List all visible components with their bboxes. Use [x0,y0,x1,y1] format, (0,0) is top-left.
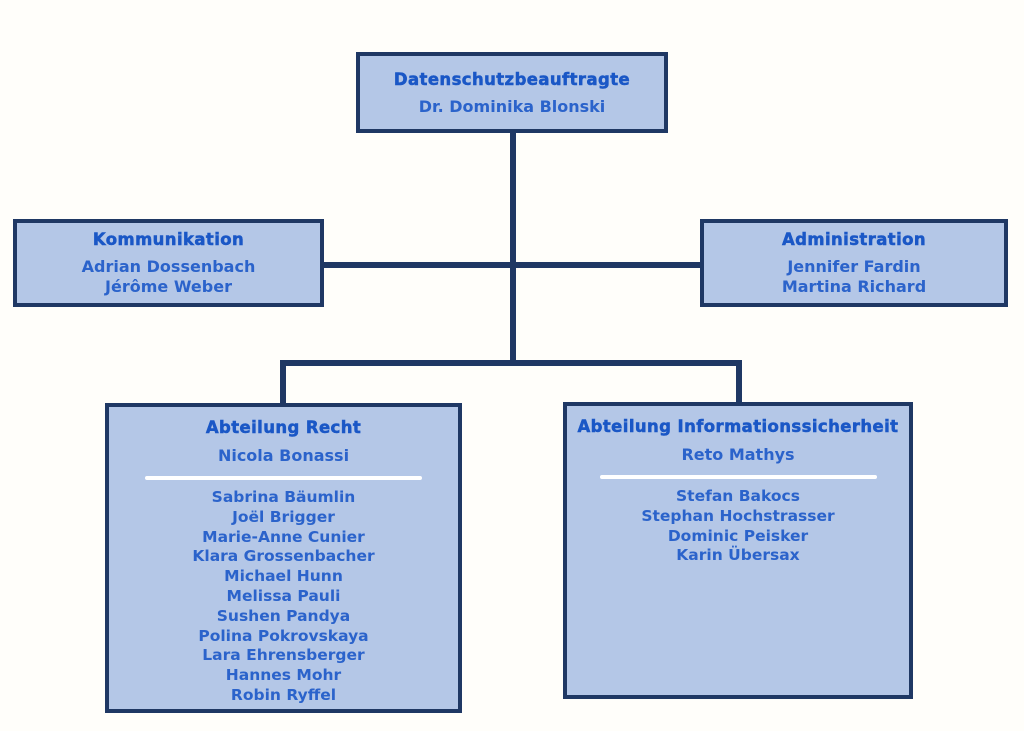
box-title: Abteilung Informationssicherheit [577,417,899,437]
box-title: Datenschutzbeauftragte [393,69,631,89]
member-name: Dominic Peisker [667,526,809,545]
org-box-abteilung-recht: Abteilung Recht Nicola Bonassi Sabrina B… [105,403,462,713]
divider-line [145,476,422,480]
member-name: Sushen Pandya [216,606,351,625]
divider-line [599,475,877,479]
member-name: Sabrina Bäumlin [211,488,356,506]
member-name: Robin Ryffel [230,685,337,704]
box-title: Administration [781,230,927,250]
org-box-datenschutzbeauftragte: Datenschutzbeauftragte Dr. Dominika Blon… [356,52,668,133]
member-name: Adrian Dossenbach [81,257,256,276]
member-name: Lara Ehrensberger [202,646,365,665]
member-name: Marie-Anne Cunier [202,527,365,546]
member-name: Stephan Hochstrasser [641,506,835,525]
connector-horizontal-lower [281,360,741,366]
member-name: Jennifer Fardin [787,257,921,276]
connector-drop-informationssicherheit [736,360,742,404]
member-name: Klara Grossenbacher [192,547,375,566]
connector-horizontal-upper [324,262,700,268]
member-name: Joël Brigger [232,507,335,526]
connector-drop-recht [280,360,286,405]
connector-vertical-main [510,133,516,365]
member-name: Hannes Mohr [225,666,342,685]
department-lead: Reto Mathys [681,445,795,464]
member-name: Stefan Bakocs [676,487,800,505]
name-list: Dr. Dominika Blonski [419,97,606,117]
org-box-abteilung-informationssicherheit: Abteilung Informationssicherheit Reto Ma… [563,402,913,699]
member-name: Dr. Dominika Blonski [418,96,606,116]
box-title: Abteilung Recht [205,418,362,438]
member-name: Jérôme Weber [105,277,232,296]
box-title: Kommunikation [92,230,245,250]
member-name: Martina Richard [781,277,927,296]
department-lead: Nicola Bonassi [217,446,350,465]
member-name: Polina Pokrovskaya [198,626,369,645]
member-name: Michael Hunn [224,567,343,586]
member-name: Karin Übersax [676,546,800,565]
member-name: Melissa Pauli [226,586,341,605]
